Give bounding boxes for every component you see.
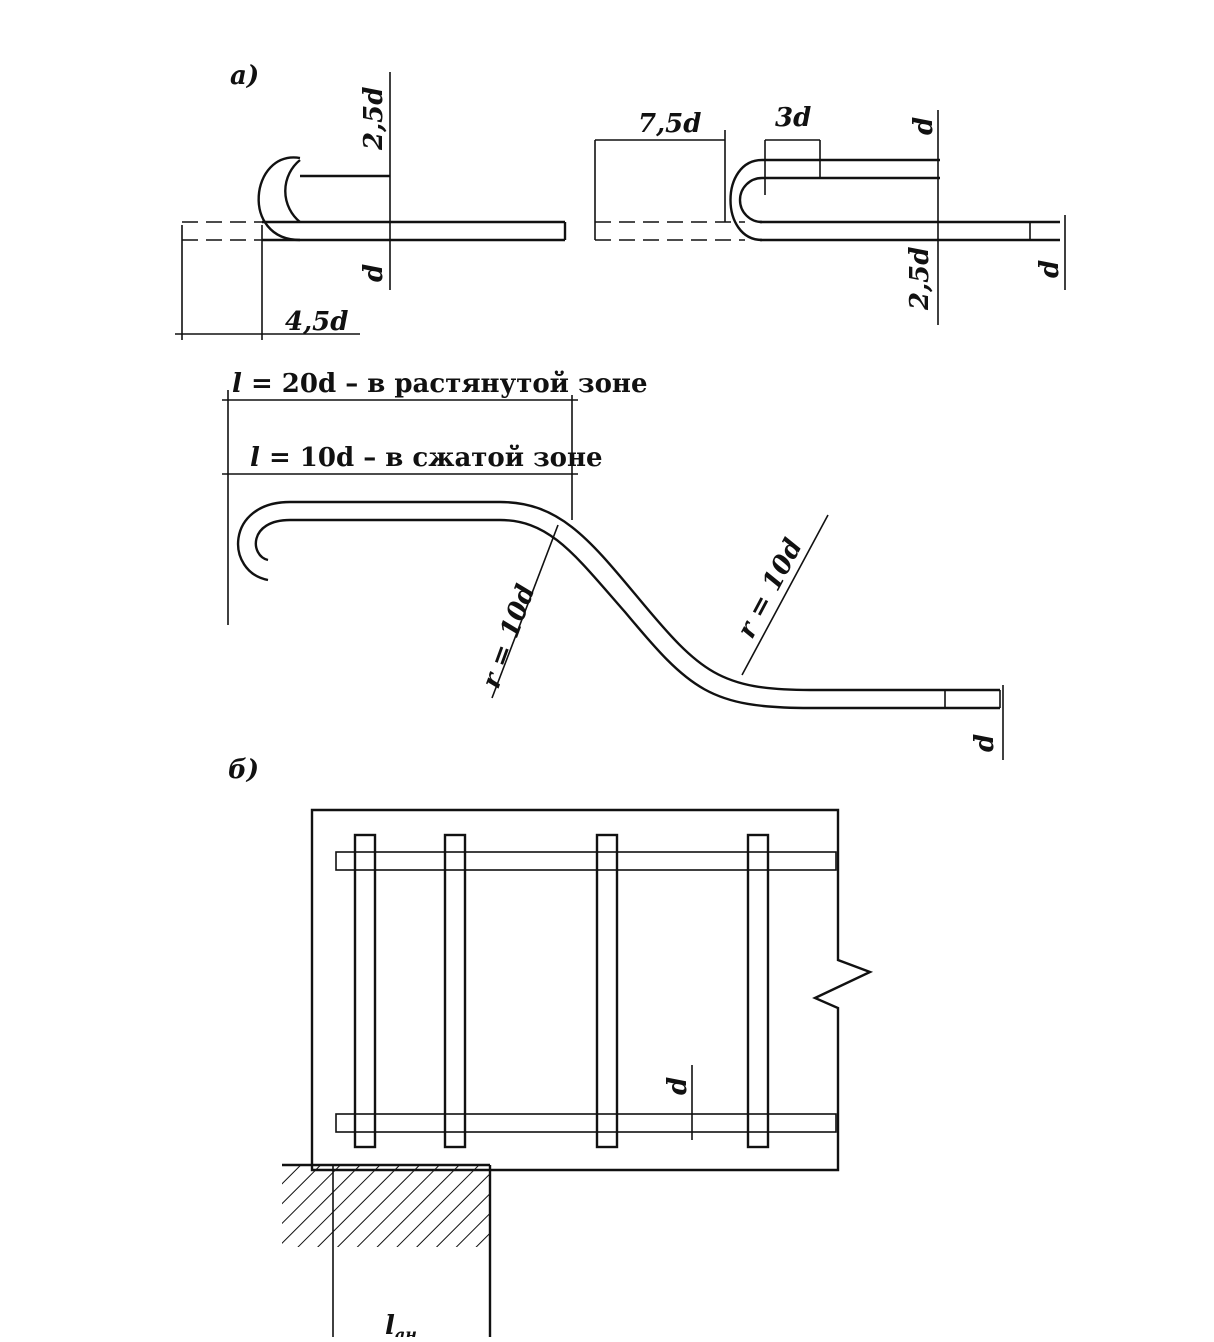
part-a-label: а)	[230, 61, 259, 91]
support-hatching	[282, 1165, 490, 1247]
right-hook-inner	[738, 176, 763, 224]
right-bottom-dim: 2,5d	[905, 247, 935, 311]
compression-label: l = 10d – в сжатой зоне	[250, 443, 603, 473]
bent-bar-end-dim: d	[970, 734, 1000, 752]
right-hook-outer	[729, 158, 763, 242]
tension-label: l = 20d – в растянутой зоне	[232, 369, 648, 399]
compression-text: = 10d – в сжатой зоне	[260, 443, 603, 473]
anchorage-sub: ан	[395, 1325, 417, 1337]
left-top-dim: 2,5d	[359, 87, 389, 151]
beam-assembly: d lан	[282, 808, 874, 1342]
bottom-longitudinal-bar	[335, 1113, 837, 1133]
stirrup-4	[746, 833, 770, 1149]
left-hook-inner	[284, 159, 301, 223]
compression-prefix: l	[250, 443, 260, 473]
stirrup-3	[595, 833, 619, 1149]
tension-text: = 20d – в растянутой зоне	[242, 369, 648, 399]
radius-left-line	[491, 524, 559, 699]
left-side-dim: d	[359, 264, 389, 282]
left-hook-assembly: 2,5d d 4,5d	[175, 72, 567, 340]
anchorage-prefix: l	[385, 1311, 395, 1337]
bent-bar-assembly: l = 20d – в растянутой зоне l = 10d – в …	[222, 369, 1004, 760]
radius-left-label: r = 10d	[476, 581, 541, 693]
bent-bar-outer	[236, 500, 1000, 692]
part-b-label: б)	[228, 755, 259, 785]
right-top-right-dim: d	[909, 117, 939, 135]
radius-right-label: r = 10d	[732, 534, 809, 643]
bent-bar-inner	[254, 518, 1000, 710]
tension-prefix: l	[232, 369, 242, 399]
left-bottom-dim: 4,5d	[285, 307, 348, 337]
top-longitudinal-bar	[335, 851, 837, 871]
beam-outline	[310, 808, 874, 1172]
left-hook-outer	[257, 156, 301, 242]
right-top-dim: 3d	[775, 103, 811, 133]
anchorage-label: lан	[385, 1311, 417, 1337]
radius-right-line	[741, 514, 829, 676]
right-end-dim: d	[1035, 260, 1065, 278]
right-left-dim: 7,5d	[638, 109, 701, 139]
stirrup-1	[353, 833, 377, 1149]
right-hook-assembly: 7,5d 3d d 2,5d d	[594, 103, 1066, 325]
beam-bar-dim: d	[663, 1077, 693, 1095]
stirrup-2	[443, 833, 467, 1149]
